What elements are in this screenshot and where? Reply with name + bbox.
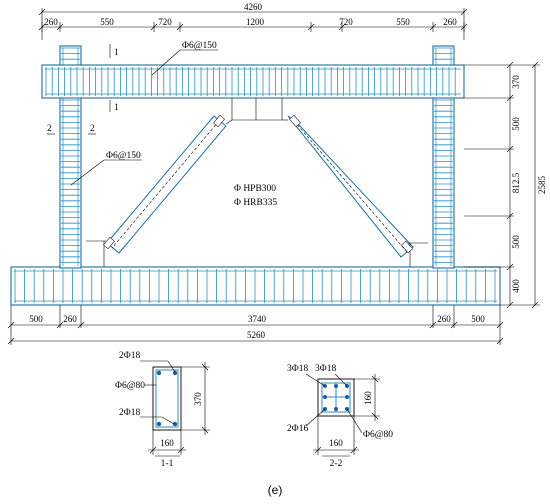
dim-top-total: 4260 xyxy=(244,2,263,12)
dim-bottom-seg-4: 260 xyxy=(437,314,451,324)
legend-hpb300: Φ HPB300 xyxy=(234,184,276,194)
dim-right-seg-3: 812.5 xyxy=(511,172,521,193)
section-2-2: 3Φ18 3Φ18 2Φ16 Φ6@80 160 160 2-2 xyxy=(287,364,393,469)
legend-hrb335: Φ HRB335 xyxy=(234,198,277,208)
figure-caption: (e) xyxy=(268,483,283,497)
s1-bottom-bars: 2Φ18 xyxy=(119,408,140,418)
dim-right-seg-2: 500 xyxy=(511,117,521,131)
dim-right-seg-4: 500 xyxy=(511,235,521,249)
section-1-1: 2Φ18 Φ6@80 2Φ18 370 160 1-1 xyxy=(115,351,210,469)
section-mark-2-left: 2 xyxy=(47,124,52,134)
top-beam xyxy=(41,64,465,99)
dim-right-total: 2585 xyxy=(537,176,547,195)
s1-title: 1-1 xyxy=(161,459,174,469)
s1-width: 160 xyxy=(160,438,174,448)
bottom-dimensions: 500 260 3740 260 500 5260 xyxy=(7,305,504,345)
s1-height: 370 xyxy=(193,392,203,406)
section-marks: 1 1 2 2 Φ6@150 Φ6@150 Φ HPB300 Φ HRB335 xyxy=(47,41,277,208)
top-dimensions: 4260 260 550 720 1200 720 550 260 xyxy=(38,2,468,40)
section-mark-1-top: 1 xyxy=(114,48,119,58)
right-dimensions: 370 500 812.5 500 400 2585 xyxy=(464,61,547,309)
dim-bottom-seg-1: 500 xyxy=(29,314,43,324)
dim-bottom-seg-2: 260 xyxy=(63,314,77,324)
s2-middle-bars: 2Φ16 xyxy=(287,424,308,434)
s1-stirrup: Φ6@80 xyxy=(115,381,145,391)
column-stirrup-label: Φ6@150 xyxy=(106,151,141,161)
dim-top-seg-7: 260 xyxy=(443,17,457,27)
dim-top-seg-3: 720 xyxy=(158,17,172,27)
s1-top-bars: 2Φ18 xyxy=(119,351,140,361)
section-mark-2-right: 2 xyxy=(90,124,95,134)
dim-bottom-total: 5260 xyxy=(247,330,266,340)
beam-stirrup-label: Φ6@150 xyxy=(182,41,217,51)
s2-top-left-bars: 3Φ18 xyxy=(287,364,308,374)
s2-height: 160 xyxy=(363,391,373,405)
s2-title: 2-2 xyxy=(330,459,343,469)
dim-top-seg-2: 550 xyxy=(100,17,114,27)
s2-top-right-bars: 3Φ18 xyxy=(315,364,336,374)
dim-top-seg-4: 1200 xyxy=(246,17,265,27)
foundation-beam xyxy=(10,266,501,306)
dim-right-seg-5: 400 xyxy=(511,279,521,293)
dim-top-seg-6: 550 xyxy=(396,17,410,27)
braces xyxy=(86,98,428,267)
dim-bottom-seg-3: 3740 xyxy=(248,314,267,324)
section-mark-1-bottom: 1 xyxy=(114,103,119,113)
s2-stirrup: Φ6@80 xyxy=(363,430,393,440)
dim-top-seg-5: 720 xyxy=(339,17,353,27)
right-column xyxy=(432,45,455,269)
dim-right-seg-1: 370 xyxy=(511,75,521,89)
dim-bottom-seg-5: 500 xyxy=(471,314,485,324)
left-column xyxy=(59,45,82,269)
dim-top-seg-1: 260 xyxy=(44,17,58,27)
s2-width: 160 xyxy=(329,438,343,448)
